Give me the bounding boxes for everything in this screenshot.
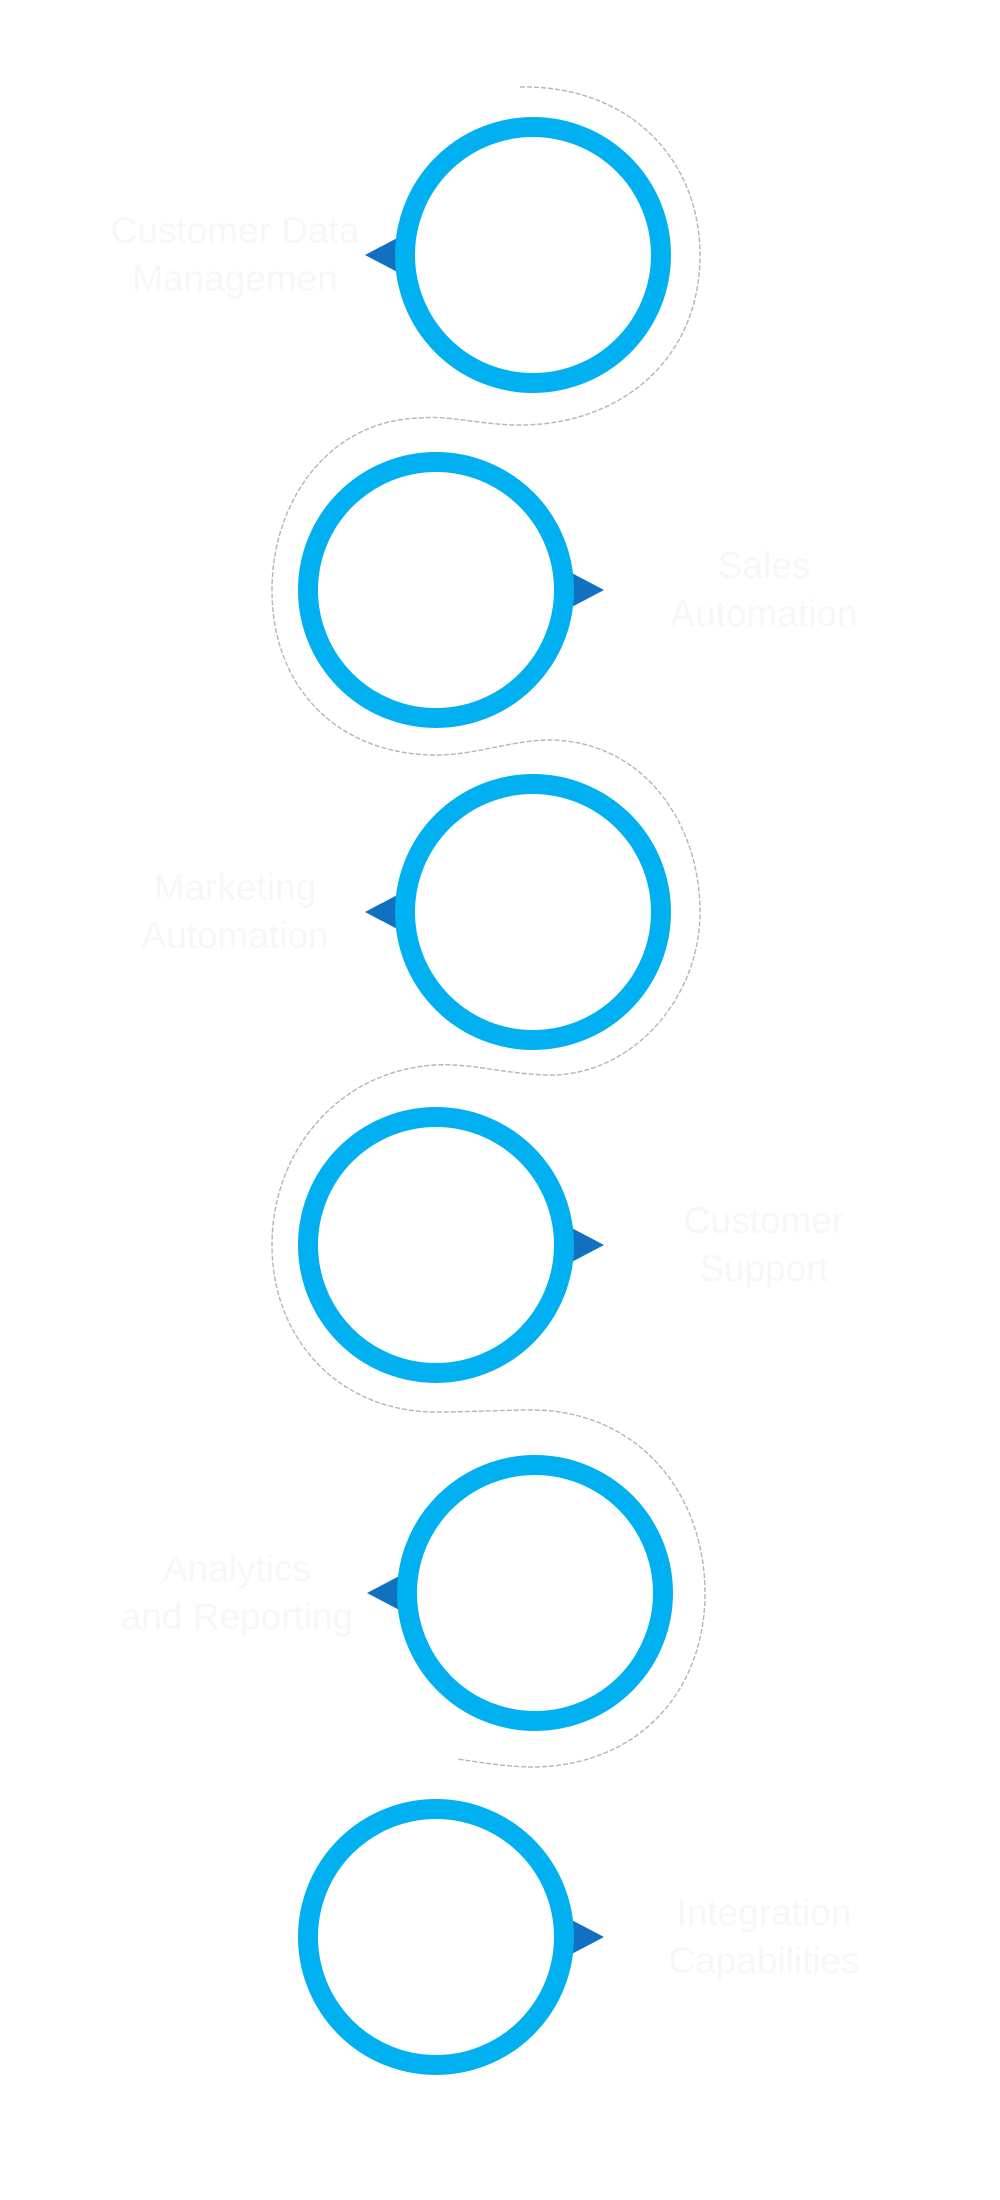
step-label-line: Marketing: [153, 867, 317, 908]
step-node: [365, 774, 671, 1050]
step-label: Analytics and Reporting: [87, 1545, 387, 1641]
step-label-line: Integration: [676, 1892, 852, 1933]
step-ring: [298, 1799, 574, 2075]
step-node: [298, 1799, 604, 2075]
step-node: [298, 1107, 604, 1383]
step-ring: [298, 452, 574, 728]
step-node: [298, 452, 604, 728]
step-label-line: Capabilities: [668, 1940, 860, 1981]
arrow-right-icon: [566, 1917, 604, 1957]
arrow-left-icon: [367, 1573, 405, 1613]
step-label-line: Automation: [141, 915, 329, 956]
arrow-right-icon: [566, 570, 604, 610]
step-ring: [298, 1107, 574, 1383]
step-node: [365, 117, 671, 393]
step-label-line: Customer: [683, 1200, 845, 1241]
step-label-line: Customer Data: [110, 210, 360, 251]
step-ring: [397, 1455, 673, 1731]
step-node: [367, 1455, 673, 1731]
step-label-line: Analytics: [162, 1548, 312, 1589]
step-ring: [395, 117, 671, 393]
step-label-line: Support: [699, 1248, 829, 1289]
arrow-left-icon: [365, 235, 403, 275]
connector-path: [271, 86, 706, 1768]
step-label-line: Managemen: [132, 258, 338, 299]
arrow-right-icon: [566, 1225, 604, 1265]
arrow-left-icon: [365, 892, 403, 932]
step-ring: [395, 774, 671, 1050]
step-label-line: Automation: [670, 593, 858, 634]
step-label-line: Sales: [717, 545, 811, 586]
step-label-line: and Reporting: [120, 1596, 354, 1637]
